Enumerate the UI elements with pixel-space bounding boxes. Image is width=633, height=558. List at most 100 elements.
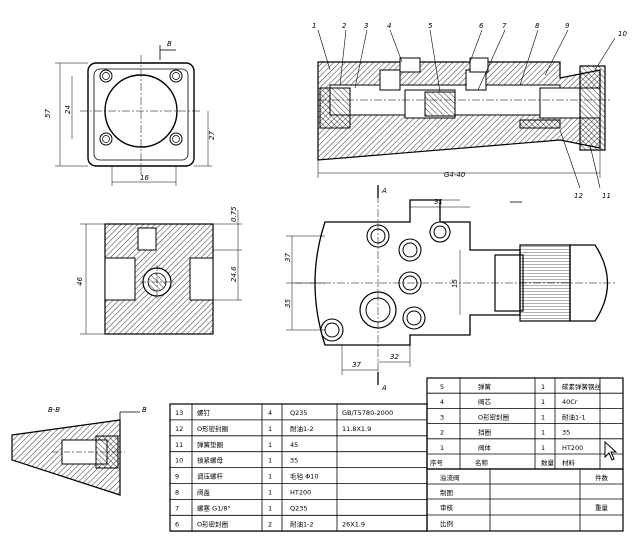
front-view	[55, 45, 212, 186]
bolt-hole	[99, 132, 113, 146]
table-cell-name: 挡圈	[478, 428, 491, 437]
table-cell-no: 9	[175, 473, 179, 481]
side-view	[80, 210, 242, 335]
table-footer-qty: 数量	[541, 458, 555, 467]
bolt-hole	[99, 69, 113, 83]
title-block-name: 溢流阀	[440, 473, 460, 482]
dim-front-right: 27	[208, 131, 216, 140]
bolt-hole	[169, 132, 183, 146]
table-cell-qty: 1	[268, 441, 272, 449]
dim-main-bottom-b: 32	[390, 353, 399, 361]
mouse-cursor-icon	[604, 441, 618, 461]
bb-section-label: B-B	[48, 406, 60, 414]
table-cell-material: HT200	[562, 444, 583, 452]
table-cell-standard: GB/T5780-2000	[342, 409, 393, 417]
table-cell-standard: 26X1.9	[342, 520, 365, 528]
part-label: 3	[364, 22, 368, 30]
table-cell-material: Q235	[290, 504, 308, 512]
part-label: 8	[535, 22, 540, 30]
table-cell-material: 35	[562, 429, 570, 437]
part-label: 10	[618, 30, 627, 38]
part-label: 12	[574, 192, 583, 200]
table-cell-name: 锁紧螺母	[197, 456, 224, 465]
table-cell-qty: 2	[268, 520, 272, 528]
section-view	[317, 29, 616, 189]
table-cell-material: 耐油1-2	[290, 519, 314, 528]
dim-side-right: 24.6	[230, 266, 238, 282]
part-label: 4	[387, 22, 391, 30]
bb-section-view	[11, 411, 140, 496]
table-cell-material: 35	[290, 457, 298, 465]
table-cell-material: 耐油1-2	[290, 424, 314, 433]
table-cell-material: 耐油1-1	[562, 412, 586, 421]
dim-top-right-width: G4-40	[444, 171, 466, 179]
table-cell-no: 6	[175, 520, 179, 528]
table-cell-no: 5	[440, 383, 444, 391]
bolt-hole	[169, 69, 183, 83]
main-view	[286, 185, 615, 385]
table-cell-name: 阀体	[478, 443, 492, 452]
part-label: 9	[565, 22, 570, 30]
part-label: 5	[428, 22, 433, 30]
table-cell-material: 40Cr	[562, 398, 578, 406]
part-label: 6	[479, 22, 484, 30]
table-cell-name: 阀芯	[478, 397, 492, 406]
table-cell-qty: 1	[268, 504, 272, 512]
section-a-bottom: A	[381, 384, 387, 392]
table-cell-qty: 1	[541, 429, 545, 437]
table-cell-qty: 1	[541, 444, 545, 452]
table-cell-qty: 4	[268, 409, 272, 417]
table-cell-no: 2	[440, 429, 444, 437]
table-cell-name: 弹簧	[478, 382, 492, 391]
dim-main-left-b: 35	[284, 299, 292, 308]
dim-front-bottom: 16	[140, 174, 149, 182]
table-cell-material: 45	[290, 441, 298, 449]
table-cell-name: O形密封圈	[478, 412, 509, 421]
table-cell-no: 12	[175, 425, 183, 433]
table-cell-no: 10	[175, 457, 183, 465]
table-cell-name: 弹簧垫圈	[197, 440, 223, 449]
dim-side-left: 46	[76, 277, 84, 286]
table-cell-name: O形密封圈	[197, 519, 228, 528]
table-cell-name: 调压螺杆	[197, 472, 224, 481]
table-cell-material: HT200	[290, 489, 311, 497]
table-cell-qty: 1	[268, 425, 272, 433]
table-cell-no: 11	[175, 441, 183, 449]
table-footer-seq: 序号	[430, 458, 444, 467]
part-label: 7	[502, 22, 507, 30]
table-cell-name: 阀盖	[197, 488, 211, 497]
table-cell-no: 3	[440, 413, 444, 421]
dim-main-inner: 15	[451, 279, 459, 288]
table-cell-qty: 1	[268, 489, 272, 497]
table-footer-material: 材料	[562, 458, 576, 467]
title-block-scale: 比例	[440, 519, 453, 528]
table-cell-qty: 1	[541, 413, 545, 421]
table-cell-no: 1	[440, 444, 444, 452]
table-cell-material: Q235	[290, 409, 308, 417]
title-block-drawn: 制图	[440, 488, 453, 497]
table-cell-qty: 1	[541, 398, 545, 406]
title-block-checked: 审核	[440, 503, 454, 512]
table-cell-name: 螺钉	[197, 408, 211, 417]
table-cell-qty: 1	[541, 383, 545, 391]
part-label: 2	[342, 22, 347, 30]
table-cell-standard: 11.8X1.9	[342, 425, 371, 433]
dim-front-inner: 24	[64, 105, 72, 114]
section-a-top: A	[381, 187, 387, 195]
dim-main-left-a: 37	[284, 253, 292, 262]
dim-main-bottom-a: 37	[352, 361, 361, 369]
table-cell-qty: 1	[268, 473, 272, 481]
table-cell-name: O形密封圈	[197, 424, 228, 433]
part-label: 1	[312, 22, 316, 30]
dim-side-top: 0.75	[230, 206, 238, 222]
title-block-weight: 重量	[595, 504, 609, 512]
part-label: 11	[602, 192, 611, 200]
table-cell-qty: 1	[268, 457, 272, 465]
bb-marker: B	[142, 406, 147, 414]
table-cell-name: 螺塞 G1/8"	[197, 503, 231, 512]
title-block-qty: 件数	[595, 473, 609, 482]
table-cell-no: 8	[175, 489, 179, 497]
table-cell-material: 碳素弹簧钢丝	[562, 382, 602, 391]
